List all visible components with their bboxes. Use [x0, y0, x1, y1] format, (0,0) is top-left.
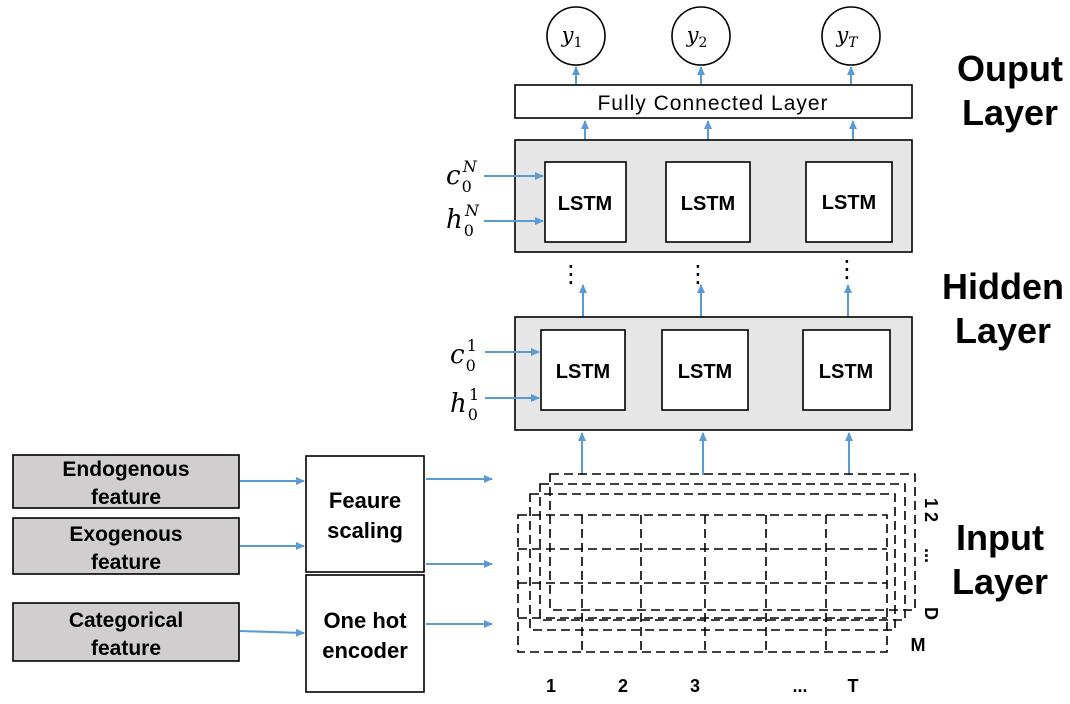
vertical-ellipsis-3: ⋮ — [835, 256, 859, 283]
categorical-feature-label-line1: Categorical — [69, 609, 183, 632]
svg-text:y2: y2 — [686, 23, 708, 51]
output-node-yT: yT — [821, 6, 881, 66]
time-tick-T: T — [848, 676, 859, 696]
endogenous-feature-box — [12, 454, 240, 509]
tensor-front-grid — [517, 514, 888, 653]
categorical-feature-label-line2: feature — [91, 637, 161, 660]
categorical-feature-box — [12, 602, 240, 662]
output-layer-title-line1: Ouput — [957, 48, 1063, 89]
one-hot-encoder-label-line2: encoder — [322, 638, 408, 663]
time-tick-1: 1 — [546, 676, 556, 696]
input-layer-title-line1: Input — [956, 517, 1044, 558]
exogenous-feature-label-line2: feature — [91, 551, 161, 574]
output-layer-title-line2: Layer — [962, 92, 1058, 133]
lstm-label-top-3: LSTM — [822, 192, 876, 214]
lstm-cell-bottom-3 — [802, 329, 891, 411]
arrow-categorical-to-encoder — [239, 628, 305, 637]
tensor-m-label: M — [911, 635, 926, 655]
lstm-cell-top-2 — [665, 161, 751, 243]
initial-cell-state-1: c01 — [450, 336, 477, 375]
feature-scaling-box — [305, 455, 425, 573]
initial-hidden-state-1: h01 — [450, 385, 479, 424]
vertical-ellipsis-2: ⋮ — [686, 261, 710, 288]
endogenous-feature-label-line1: Endogenous — [62, 458, 189, 481]
exogenous-feature-box — [12, 517, 240, 575]
lstm-label-top-2: LSTM — [681, 193, 735, 215]
lstm-cell-bottom-1 — [540, 329, 626, 411]
svg-text:y1: y1 — [561, 23, 583, 51]
input-tensor — [517, 473, 916, 653]
lstm-cell-bottom-2 — [661, 329, 749, 411]
depth-tick-ellipsis: ... — [921, 548, 941, 563]
output-y1-sub: 1 — [573, 35, 582, 51]
time-tick-3: 3 — [690, 676, 700, 696]
vertical-ellipsis-1: ⋮ — [559, 261, 583, 288]
lstm-label-bottom-2: LSTM — [678, 361, 732, 383]
svg-text:yT: yT — [835, 23, 859, 51]
tensor-slice-back-2 — [539, 483, 906, 621]
endogenous-feature-label-line2: feature — [91, 486, 161, 509]
hidden-layer-title-line1: Hidden — [942, 266, 1064, 307]
depth-tick-1: 1 — [921, 498, 941, 508]
input-layer-title-line2: Layer — [952, 561, 1048, 602]
feature-scaling-label-line1: Feaure — [329, 488, 401, 513]
output-node-y2: y2 — [671, 6, 731, 66]
output-y2-sub: 2 — [698, 35, 707, 51]
output-yT-sub: T — [848, 35, 859, 51]
output-y1-base: y — [561, 23, 575, 47]
depth-tick-2: 2 — [921, 512, 941, 522]
hidden-layer-title-line2: Layer — [955, 310, 1051, 351]
initial-cell-state-N: c0N — [446, 157, 478, 196]
output-y2-base: y — [686, 23, 700, 47]
lstm-cell-top-3 — [805, 161, 893, 243]
fully-connected-layer-box — [514, 84, 913, 119]
lstm-label-bottom-3: LSTM — [819, 361, 873, 383]
fully-connected-layer-label: Fully Connected Layer — [597, 92, 828, 115]
depth-tick-D: D — [921, 607, 941, 620]
lstm-cell-top-1 — [544, 161, 627, 243]
one-hot-encoder-label-line1: One hot — [323, 608, 407, 633]
output-node-y1: y1 — [546, 6, 606, 66]
initial-hidden-state-N: h0N — [446, 201, 480, 240]
output-yT-base: y — [835, 23, 849, 47]
time-tick-2: 2 — [618, 676, 628, 696]
lstm-label-top-1: LSTM — [558, 193, 612, 215]
feature-scaling-label-line2: scaling — [327, 518, 403, 543]
exogenous-feature-label-line1: Exogenous — [69, 523, 182, 546]
lstm-label-bottom-1: LSTM — [556, 361, 610, 383]
time-tick-ellipsis: ... — [792, 676, 807, 696]
tensor-slice-back-1 — [549, 473, 916, 611]
tensor-slice-back-3 — [529, 493, 896, 631]
one-hot-encoder-box — [305, 574, 425, 693]
